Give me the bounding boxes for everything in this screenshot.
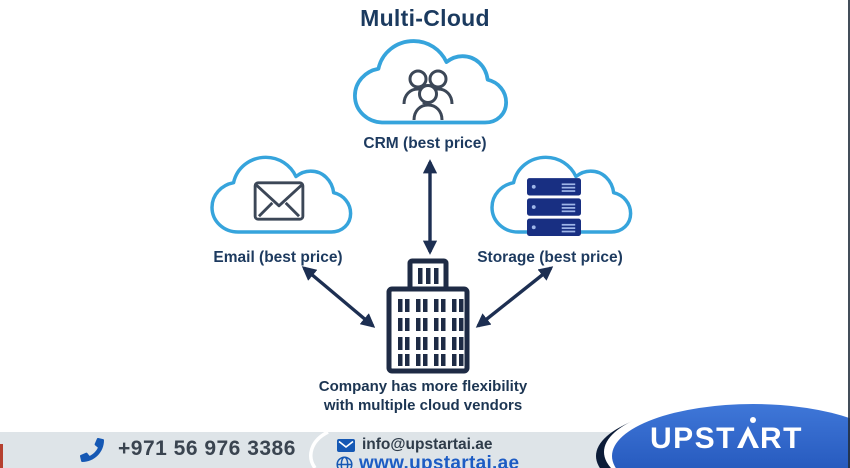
logo-arrow-a-glyph	[737, 426, 760, 448]
server-stack-icon	[527, 178, 581, 236]
upstart-logo: UPST RT	[650, 417, 804, 456]
section-divider-curve	[309, 432, 329, 468]
phone-icon	[80, 438, 104, 462]
phone-number: +971 56 976 3386	[118, 437, 296, 460]
storage-cloud-label: Storage (best price)	[477, 249, 623, 266]
email-cloud-label: Email (best price)	[213, 249, 343, 266]
page-title: Multi-Cloud	[360, 5, 490, 31]
logo-text-pre: UPST	[650, 422, 737, 455]
caption-line-2: with multiple cloud vendors	[323, 397, 523, 414]
caption: Company has more flexibility with multip…	[270, 377, 576, 415]
office-building-icon	[386, 258, 470, 374]
users-icon	[402, 69, 454, 121]
crm-cloud-label: CRM (best price)	[363, 135, 487, 152]
website-url: www.upstartai.ae	[359, 453, 520, 468]
logo-text-post: RT	[760, 422, 804, 455]
caption-line-1: Company has more flexibility	[318, 378, 528, 395]
email-address: info@upstartai.ae	[362, 436, 493, 453]
logo-i-dot	[750, 417, 756, 423]
right-edge-line	[848, 0, 850, 468]
left-edge-red-sliver	[0, 444, 3, 468]
mail-icon	[337, 439, 355, 452]
globe-icon	[336, 456, 353, 468]
envelope-icon	[253, 181, 305, 221]
